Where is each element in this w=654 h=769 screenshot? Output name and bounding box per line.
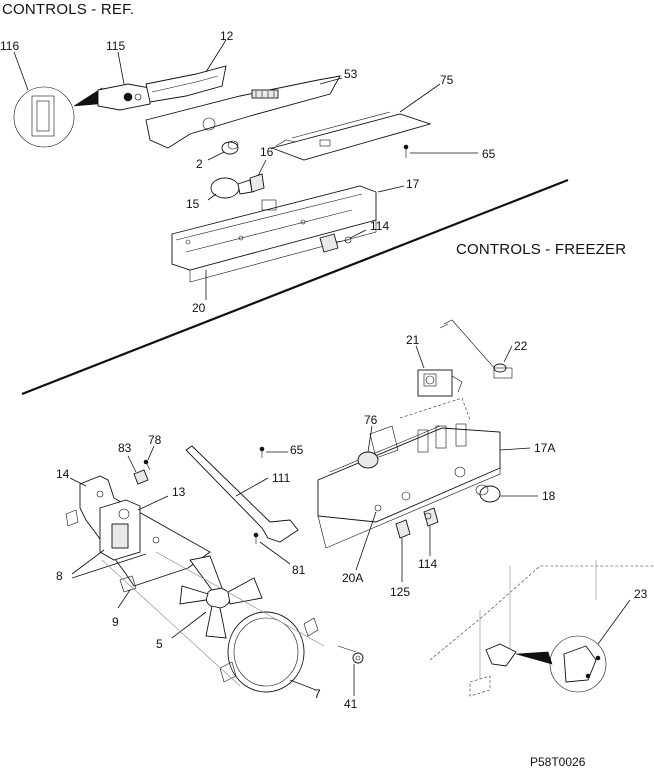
label-22: 22 [514, 339, 528, 353]
label-114-ref: 114 [370, 219, 390, 233]
label-53: 53 [344, 67, 358, 81]
label-14: 14 [56, 467, 70, 481]
label-78: 78 [148, 433, 162, 447]
screw-41 [337, 645, 364, 696]
label-5: 5 [156, 637, 163, 651]
label-8: 8 [56, 569, 63, 583]
label-2: 2 [196, 157, 203, 171]
label-116: 116 [0, 39, 20, 53]
cover-75 [270, 83, 441, 161]
drawing-code: P58T0026 [530, 755, 586, 769]
thermostat-21 [415, 345, 463, 397]
label-17: 17 [406, 177, 420, 191]
screw-81 [253, 532, 291, 565]
screw-65-frz [259, 446, 288, 458]
knob-18 [475, 484, 538, 503]
section-divider-line [21, 178, 569, 396]
light-76 [357, 425, 379, 469]
thermostat-114-ref [319, 229, 367, 253]
leader-9 [117, 589, 131, 609]
thermostat-114-frz [423, 507, 439, 556]
label-65-frz: 65 [290, 443, 304, 457]
label-41: 41 [344, 697, 358, 711]
housing-53 [145, 75, 343, 149]
cabinet-outline-23 [429, 560, 654, 697]
label-83: 83 [118, 441, 132, 455]
label-115: 115 [106, 39, 126, 53]
ref-controls-title: CONTROLS - REF. [2, 1, 135, 18]
label-125: 125 [390, 585, 411, 599]
screw-65-ref [403, 144, 478, 158]
label-23: 23 [634, 587, 648, 601]
label-18: 18 [542, 489, 556, 503]
label-13: 13 [172, 485, 186, 499]
knob-2 [207, 140, 239, 161]
label-76: 76 [364, 413, 378, 427]
fan-shroud-7 [219, 611, 319, 693]
label-16: 16 [260, 145, 274, 159]
label-17A: 17A [534, 441, 556, 455]
light-shield-12 [145, 39, 227, 103]
label-75: 75 [440, 73, 454, 87]
bulb-15 [207, 177, 253, 201]
label-114-frz: 114 [418, 557, 438, 571]
shaft-125 [395, 519, 411, 582]
bracket-111 [185, 445, 299, 543]
label-15: 15 [186, 197, 200, 211]
label-7: 7 [314, 687, 321, 701]
label-21: 21 [406, 333, 420, 347]
label-20A: 20A [342, 571, 364, 585]
housing-20 [171, 185, 405, 300]
magnifier-circle-116 [13, 51, 103, 148]
label-9: 9 [112, 615, 119, 629]
socket-16 [249, 159, 267, 193]
switch-115 [97, 51, 151, 111]
freezer-controls-title: CONTROLS - FREEZER [456, 241, 627, 258]
fan-blade-5 [171, 555, 263, 639]
housing-17A [317, 397, 531, 549]
label-12: 12 [220, 29, 234, 43]
motor-bracket-14 [65, 475, 211, 593]
label-111: 111 [272, 471, 291, 485]
label-20: 20 [192, 301, 206, 315]
leader-20A [355, 511, 377, 571]
motor-13 [99, 495, 169, 561]
clip-83 [127, 455, 149, 485]
label-65-ref: 65 [482, 147, 496, 161]
label-81: 81 [292, 563, 306, 577]
leader-8a [71, 549, 105, 575]
capillary-22 [439, 319, 513, 379]
screw-78 [143, 445, 155, 471]
